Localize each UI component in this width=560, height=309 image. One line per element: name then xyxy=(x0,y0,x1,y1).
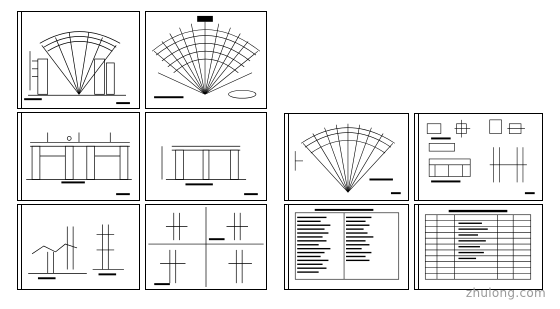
sheet-binding-strip xyxy=(18,113,22,200)
side-elevation-drawing xyxy=(161,145,258,196)
drawing-sheet-node-details xyxy=(145,204,267,290)
front-elevation-drawing xyxy=(26,132,132,196)
fan-arc-plan-drawing xyxy=(294,123,401,195)
arc-gate-elevation-drawing xyxy=(24,31,130,105)
sheet-binding-strip xyxy=(285,114,289,200)
drawing-list-table xyxy=(294,208,400,280)
sheet-binding-strip xyxy=(415,205,419,289)
drawing-sheet-fan-arc-plan xyxy=(284,113,409,201)
sheet-binding-strip xyxy=(18,205,22,289)
fan-roof-plan-drawing xyxy=(151,15,261,99)
section-details-drawing xyxy=(28,224,124,280)
drawing-sheet-detail-views xyxy=(414,113,543,201)
sheet-binding-strip xyxy=(415,114,419,200)
drawing-sheet-section-details xyxy=(17,204,140,290)
watermark-text: zhulong.com xyxy=(465,286,546,300)
drawing-sheet-side-elevation xyxy=(145,112,267,201)
drawing-sheet-material-table xyxy=(414,204,543,290)
sheet-binding-strip xyxy=(285,205,289,289)
detail-views-drawing xyxy=(426,119,535,195)
drawing-sheet-fan-roof-plan xyxy=(145,11,267,109)
node-details-drawing xyxy=(148,206,264,288)
drawing-sheet-arc-gate-elevation xyxy=(17,11,140,109)
drawing-sheet-front-elevation xyxy=(17,112,140,201)
material-table xyxy=(424,209,532,280)
drawing-sheet-drawing-list-table xyxy=(284,204,409,290)
sheet-binding-strip xyxy=(18,12,22,108)
